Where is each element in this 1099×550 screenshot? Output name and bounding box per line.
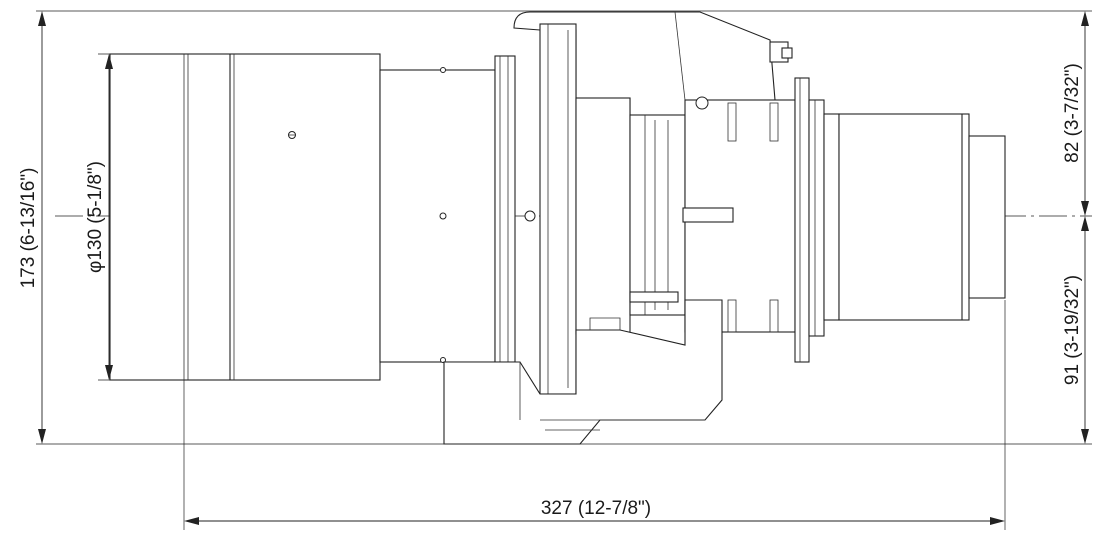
lens-diameter-dimension (105, 54, 113, 380)
lower-height-dimension (1081, 216, 1089, 444)
lower-height-label: 91 (3-19/32") (1062, 275, 1083, 385)
mount-body (443, 11, 796, 445)
neck-screw-bottom-icon (440, 357, 446, 363)
neck-screw-top-icon (440, 67, 446, 73)
rear-flange (794, 77, 825, 363)
rear-lens-barrel (823, 113, 1006, 321)
overall-length-dimension (184, 517, 1005, 525)
lens-diameter-label: φ130 (5-1/8") (85, 161, 106, 273)
neck-screw-center-icon (439, 212, 447, 220)
overall-height-dimension (38, 11, 46, 444)
overall-height-label: 173 (6-13/16") (18, 168, 39, 289)
upper-height-label: 82 (3-7/32") (1062, 63, 1083, 163)
upper-height-dimension (1081, 11, 1089, 216)
mid-housing-screw-top-icon (695, 96, 709, 110)
front-lens-barrel (109, 53, 381, 381)
lens-neck (379, 55, 516, 363)
flange-center-screw-icon (524, 210, 536, 222)
overall-length-label: 327 (12-7/8") (541, 498, 651, 519)
